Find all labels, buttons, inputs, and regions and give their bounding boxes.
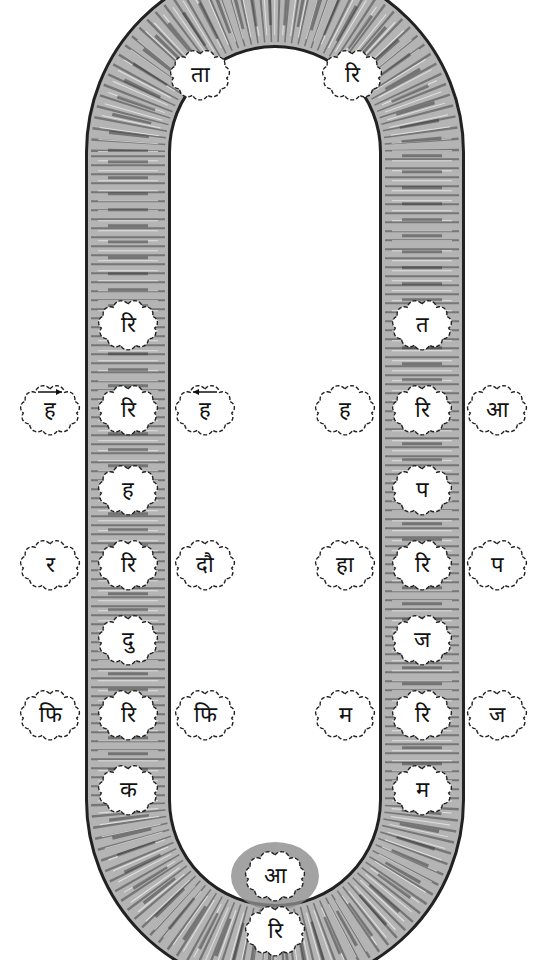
syllable: फि xyxy=(39,702,62,728)
syllable: ज xyxy=(414,627,430,653)
syllable: रि xyxy=(268,918,283,944)
syllable: रि xyxy=(121,552,136,578)
flower-cloud: ज xyxy=(390,614,454,666)
syllable: ह xyxy=(44,397,56,423)
flower-cloud: त xyxy=(390,299,454,351)
flower-cloud: रि xyxy=(320,49,384,101)
syllable: ह xyxy=(339,397,351,423)
syllable: ह xyxy=(199,397,211,423)
syllable: क xyxy=(120,777,137,803)
flower-cloud: ह xyxy=(18,384,82,436)
syllable: रि xyxy=(121,312,136,338)
syllable: दौ xyxy=(196,552,214,578)
flower-cloud: म xyxy=(390,764,454,816)
syllable: रि xyxy=(121,397,136,423)
flower-cloud: ह xyxy=(96,464,160,516)
syllable: रि xyxy=(415,397,430,423)
syllable: रि xyxy=(121,702,136,728)
flower-cloud: रि xyxy=(96,384,160,436)
syllable: प xyxy=(491,552,504,578)
flower-cloud: रि xyxy=(390,689,454,741)
flower-cloud: ता xyxy=(168,49,232,101)
flower-cloud: दौ xyxy=(173,539,237,591)
flower-cloud: हा xyxy=(313,539,377,591)
flower-cloud: क xyxy=(96,764,160,816)
syllable: म xyxy=(416,777,429,803)
syllable: ह xyxy=(122,477,134,503)
syllable: ता xyxy=(191,62,210,88)
flower-cloud: ह xyxy=(313,384,377,436)
flower-cloud: फि xyxy=(173,689,237,741)
flower-cloud: आ xyxy=(465,384,529,436)
syllable: ज xyxy=(489,702,505,728)
syllable: रि xyxy=(415,702,430,728)
flower-cloud: रि xyxy=(390,384,454,436)
syllable: आ xyxy=(264,863,286,889)
flower-cloud: फि xyxy=(18,689,82,741)
flower-cloud: प xyxy=(465,539,529,591)
flower-cloud: ह xyxy=(173,384,237,436)
syllable: रि xyxy=(415,552,430,578)
syllable: म xyxy=(339,702,352,728)
flower-cloud: रि xyxy=(96,689,160,741)
syllable: प xyxy=(416,477,429,503)
flower-cloud: ज xyxy=(465,689,529,741)
flower-cloud: आ xyxy=(243,850,307,902)
flower-cloud: र xyxy=(18,539,82,591)
syllable: हा xyxy=(336,552,354,578)
syllable: रि xyxy=(345,62,360,88)
flower-cloud: रि xyxy=(243,905,307,957)
flower-cloud: रि xyxy=(390,539,454,591)
syllable: र xyxy=(46,552,55,578)
flower-cloud: प xyxy=(390,464,454,516)
flower-cloud: दु xyxy=(96,614,160,666)
syllable: त xyxy=(416,312,429,338)
syllable: फि xyxy=(194,702,217,728)
syllable: आ xyxy=(486,397,508,423)
flower-cloud: रि xyxy=(96,299,160,351)
flower-cloud: रि xyxy=(96,539,160,591)
flower-cloud: म xyxy=(313,689,377,741)
syllable: दु xyxy=(122,627,134,653)
